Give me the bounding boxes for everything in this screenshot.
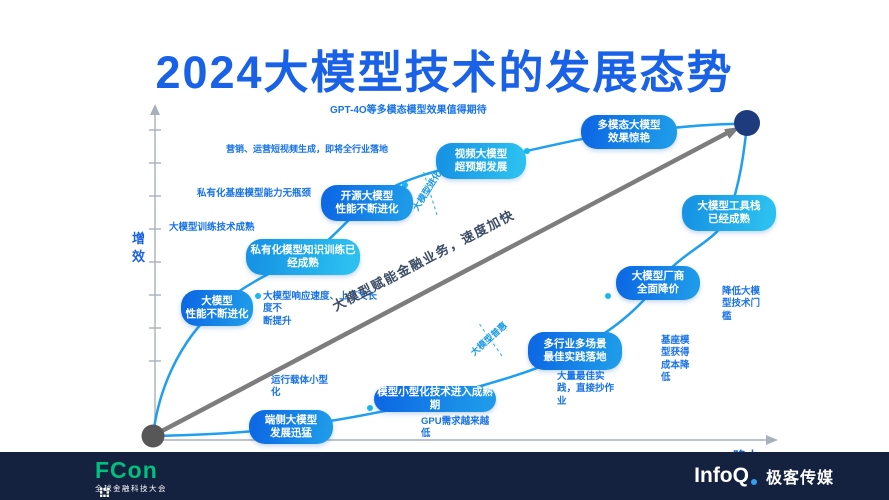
y-axis-label: 增 效 (132, 231, 146, 265)
annotation-base-cost: 基座模 型获得 成本降 低 (661, 335, 690, 384)
fcon-logo: FCon (95, 457, 158, 484)
annotation-copy-practice: 大量最佳实 践，直接抄作 业 (557, 371, 615, 407)
node-miniaturization: 模型小型化技术进入成熟期 (374, 386, 496, 412)
annotation-private-base: 私有化基座模型能力无瓶颈 (197, 188, 312, 199)
node-multimodal: 多模态大模型 效果惊艳 (581, 115, 677, 149)
y-axis (149, 114, 161, 440)
node-video-model: 视频大模型 超预期发展 (436, 143, 526, 179)
node-model-performance: 大模型 性能不断进化 (181, 290, 253, 326)
node-best-practice: 多行业多场景 最佳实践落地 (528, 332, 622, 370)
infoq-dot-icon (750, 479, 757, 485)
end-dot (734, 110, 760, 136)
fcon-subtitle: 全球金融科技大会 (95, 484, 167, 494)
page-title: 2024大模型技术的发展态势 (155, 47, 734, 98)
y-axis-arrowhead (150, 104, 160, 115)
start-dot (141, 424, 165, 448)
annotation-gpu-demand: GPU需求越来越 低 (421, 416, 490, 440)
node-private-training: 私有化模型知识训练已 经成熟 (246, 239, 360, 275)
fcon-logo-block: FCon 全球金融科技大会 (95, 459, 167, 493)
annotation-carrier-mini: 运行载体小型 化 (271, 375, 329, 399)
annotation-response-speed: 大模型响应速度、上下文长度不 断提升 (263, 291, 378, 327)
dashed-hints (422, 169, 503, 357)
annotation-training-mature: 大模型训练技术成熟 (169, 222, 255, 233)
annotation-lower-barrier: 降低大模 型技术门 槛 (722, 286, 761, 322)
media-name: 极客传媒 (765, 470, 834, 487)
trend-arrowhead (724, 127, 740, 139)
node-open-source: 开源大模型 性能不断进化 (321, 185, 413, 221)
node-toolchain: 大模型工具栈 已经成熟 (682, 195, 776, 231)
node-vendor-price-cut: 大模型厂商 全面降价 (616, 266, 700, 300)
infoq-wordmark: InfoQ (694, 464, 749, 487)
footer-bar: FCon 全球金融科技大会 InfoQ 极客传媒 (0, 452, 889, 500)
grid-icon (100, 488, 109, 497)
annotation-marketing-video: 营销、运营短视频生成，即将全行业落地 (226, 144, 389, 154)
infoq-logo-block: InfoQ 极客传媒 (694, 464, 834, 488)
annotation-gpt4o: GPT-4O等多模态模型效果值得期待 (330, 105, 487, 116)
trend-arrow (158, 131, 729, 434)
x-axis-arrowhead (766, 435, 778, 445)
node-edge-model: 端侧大模型 发展迅猛 (249, 410, 333, 444)
infoq-logo: InfoQ (694, 464, 757, 488)
